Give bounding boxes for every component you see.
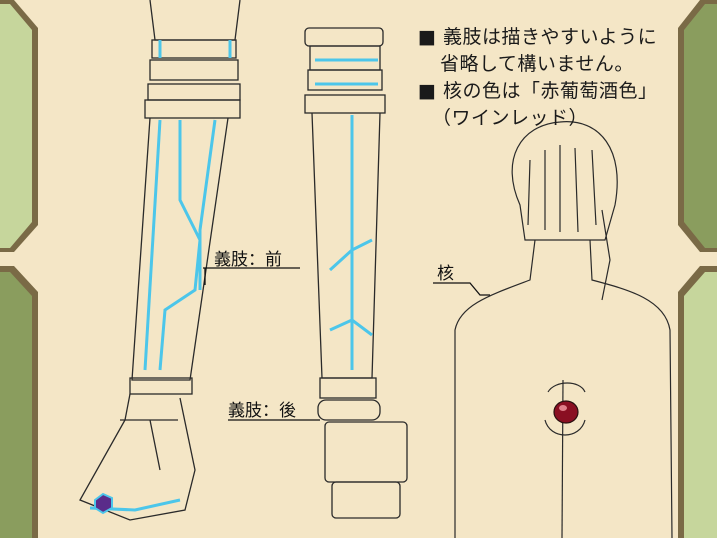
label-prosthetic-back: 義肢：後 bbox=[228, 401, 296, 421]
note-1-line-2: 省略して構いません。 bbox=[440, 53, 634, 75]
front-cyan-lines bbox=[89, 40, 232, 512]
bullet-icon: ■ bbox=[418, 26, 437, 48]
note-1-line-1: 義肢は描きやすいように bbox=[443, 26, 658, 48]
bullet-icon: ■ bbox=[418, 80, 437, 102]
back-cyan-lines bbox=[315, 58, 378, 370]
note-1: ■ 義肢は描きやすいように 省略して構いません。 bbox=[418, 24, 657, 78]
prosthetic-front-drawing bbox=[79, 0, 241, 521]
core-gem bbox=[553, 400, 579, 424]
right-frame bbox=[678, 0, 717, 538]
label-core: 核 bbox=[437, 264, 454, 284]
note-2-line-2: （ワインレッド） bbox=[432, 107, 589, 129]
note-2-line-1: 核の色は「赤葡萄酒色」 bbox=[443, 80, 658, 102]
left-frame bbox=[0, 0, 38, 538]
character-back-drawing bbox=[454, 121, 673, 538]
label-prosthetic-front: 義肢：前 bbox=[214, 250, 282, 270]
prosthetic-back-drawing bbox=[304, 27, 408, 519]
note-2: ■ 核の色は「赤葡萄酒色」 （ワインレッド） bbox=[418, 78, 658, 132]
front-gem bbox=[94, 492, 113, 515]
